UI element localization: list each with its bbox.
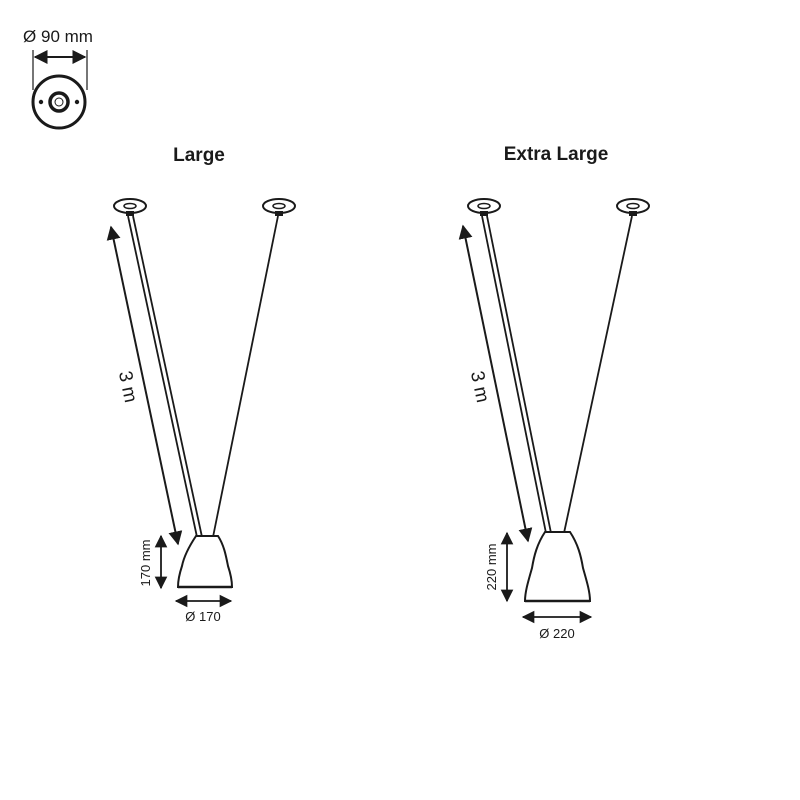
cable-left [127, 215, 198, 538]
canopy-outer-ring [31, 74, 87, 130]
ceiling-canopy-left [467, 198, 501, 216]
variant-title: Large [173, 145, 225, 166]
cable-right [212, 215, 279, 538]
variant-title: Extra Large [504, 144, 609, 165]
ceiling-canopy-right [262, 198, 296, 216]
shade-height-label: 170 mm [138, 540, 153, 587]
canopy-detail: Ø 90 mm [23, 27, 93, 130]
variant-large: Large 3 m 170 mm Ø 170 [106, 145, 296, 624]
cable-length-arrow [458, 224, 533, 543]
canopy-screw-left [38, 99, 44, 105]
cable-length-label: 3 m [466, 369, 493, 404]
canopy-screw-right [74, 99, 80, 105]
cable-left [481, 215, 547, 534]
cable-length-label: 3 m [114, 369, 141, 404]
ceiling-canopy-right [616, 198, 650, 216]
lamp-shade [176, 535, 234, 588]
cable-length-arrow [106, 225, 183, 546]
lamp-shade [523, 531, 592, 602]
canopy-diameter-label: Ø 90 mm [23, 27, 93, 46]
ceiling-canopy-left [113, 198, 147, 216]
shade-height-label: 220 mm [484, 544, 499, 591]
cable-right [563, 215, 633, 534]
shade-diameter-label: Ø 220 [539, 626, 574, 641]
canopy-inner-ring [48, 91, 70, 113]
canopy-center-hole [54, 97, 64, 107]
shade-diameter-label: Ø 170 [185, 609, 220, 624]
variant-extra-large: Extra Large 3 m 220 mm Ø 220 [458, 144, 650, 641]
